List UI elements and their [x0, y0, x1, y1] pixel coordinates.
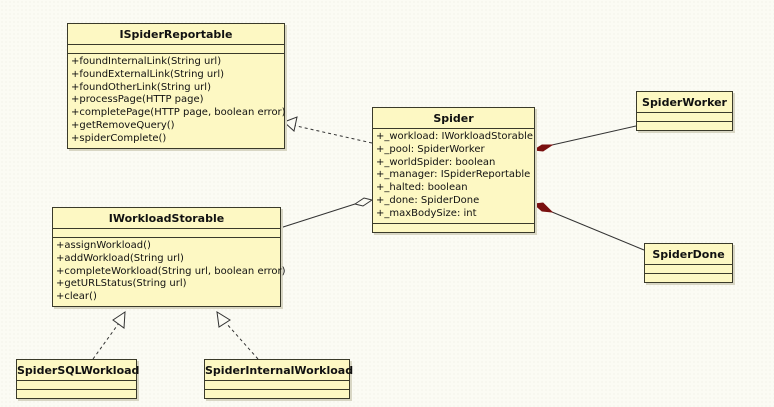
attribute: +_maxBodySize: int: [376, 207, 477, 219]
class-name: SpiderInternalWorkload: [205, 360, 353, 381]
method: +spiderComplete(): [71, 132, 167, 144]
method: +clear(): [56, 291, 97, 303]
class-spider[interactable]: Spider +_workload: IWorkloadStorable +_p…: [372, 107, 535, 233]
attributes-section: [17, 381, 136, 390]
method: +foundOtherLink(String url): [71, 81, 211, 93]
class-spiderdone[interactable]: SpiderDone: [644, 243, 733, 283]
realization-sqlworkload: [92, 322, 120, 360]
class-name: ISpiderReportable: [68, 24, 284, 45]
attribute: +_workload: IWorkloadStorable: [376, 131, 534, 142]
attribute: +_done: SpiderDone: [376, 194, 480, 206]
attributes-section: [205, 381, 349, 390]
class-ispiderreportable[interactable]: ISpiderReportable +foundInternalLink(Str…: [67, 23, 286, 149]
method: +assignWorkload(): [56, 240, 151, 251]
method: +foundInternalLink(String url): [71, 56, 222, 67]
class-name: SpiderSQLWorkload: [17, 360, 139, 381]
class-iworkloadstorable[interactable]: IWorkloadStorable +assignWorkload() +add…: [52, 207, 286, 307]
methods-section: [637, 122, 732, 130]
attribute: +_worldSpider: boolean: [376, 156, 496, 168]
method: +completeWorkload(String url, boolean er…: [56, 265, 286, 277]
attributes-section: [53, 229, 280, 238]
attribute: +_manager: ISpiderReportable: [376, 169, 531, 181]
class-spiderworker[interactable]: SpiderWorker: [636, 91, 733, 131]
methods-section: [205, 390, 349, 398]
methods-section: +foundInternalLink(String url) +foundExt…: [68, 54, 286, 148]
attributes-section: +_workload: IWorkloadStorable +_pool: Sp…: [373, 129, 534, 224]
class-spiderinternalworkload[interactable]: SpiderInternalWorkload: [204, 359, 353, 399]
composition-diamond: [532, 202, 554, 213]
method: +foundExternalLink(String url): [71, 68, 225, 80]
method: +getRemoveQuery(): [71, 119, 175, 131]
attributes-section: [645, 265, 732, 274]
composition-spider-spiderdone: [551, 211, 645, 251]
attributes-section: [68, 45, 284, 54]
methods-section: [17, 390, 136, 398]
class-name: SpiderWorker: [637, 92, 732, 113]
composition-spider-spiderworker: [551, 125, 637, 146]
realization-arrowhead: [216, 311, 231, 328]
class-spidersqlworkload[interactable]: SpiderSQLWorkload: [16, 359, 139, 399]
method: +addWorkload(String url): [56, 252, 184, 264]
methods-section: +assignWorkload() +addWorkload(String ur…: [53, 238, 286, 306]
aggregation-spider-iworkloadstorable: [279, 203, 356, 229]
composition-diamond: [532, 144, 554, 152]
method: +completePage(HTTP page, boolean error): [71, 107, 286, 119]
realization-internalworkload: [225, 322, 259, 360]
method: +getURLStatus(String url): [56, 278, 187, 290]
methods-section: [645, 274, 732, 282]
attributes-section: [637, 113, 732, 122]
methods-section: [373, 224, 534, 232]
method: +processPage(HTTP page): [71, 94, 204, 106]
attribute: +_pool: SpiderWorker: [376, 143, 485, 155]
class-name: IWorkloadStorable: [53, 208, 280, 229]
realization-arrowhead: [283, 116, 298, 132]
realization-spider-ispiderreportable: [291, 124, 373, 144]
attribute: +_halted: boolean: [376, 182, 468, 194]
aggregation-diamond: [353, 197, 374, 207]
class-name: SpiderDone: [645, 244, 732, 265]
class-name: Spider: [373, 108, 534, 129]
realization-arrowhead: [112, 311, 126, 329]
